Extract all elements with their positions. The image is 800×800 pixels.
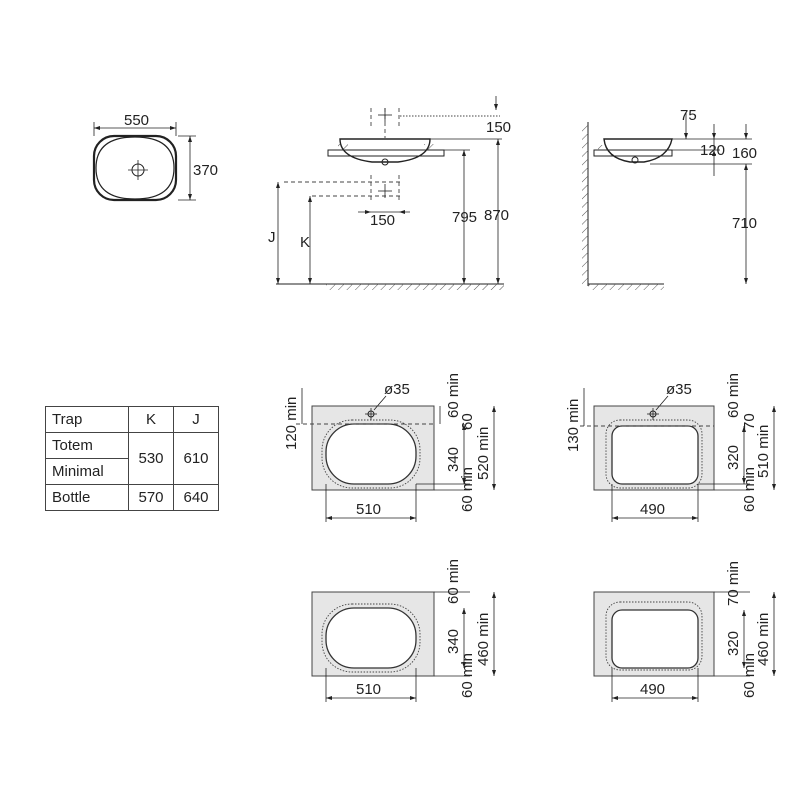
- cutout-c-top: 60 min: [445, 559, 462, 604]
- trap-j-value: 640: [173, 484, 219, 511]
- trap-table: Trap K J Totem 530 610 Minimal Bottle 57…: [45, 406, 219, 511]
- header-j: J: [173, 406, 219, 433]
- cutout-a-total: 520 min: [475, 427, 492, 480]
- basin-top-outline: [92, 134, 178, 202]
- cutout-d-total: 460 min: [755, 613, 772, 666]
- dim-offset-75: 75: [680, 107, 697, 124]
- dim-height-160: 160: [732, 145, 757, 162]
- cutout-a: ø35 120 min 60 min 60 340 520 min 60 min…: [283, 373, 496, 522]
- dim-height-120: 120: [700, 142, 725, 159]
- cutout-a-inner: 340: [445, 447, 462, 472]
- dim-height-795-label: 795: [452, 209, 477, 226]
- header-trap: Trap: [45, 406, 129, 433]
- cutout-d: 70 min 320 460 min 60 min 490: [593, 561, 776, 702]
- dim-label-k: K: [300, 234, 310, 251]
- cutout-a-width: 510: [356, 501, 381, 518]
- basin-side-outline: [603, 138, 673, 163]
- cutout-b-bottom: 60 min: [741, 467, 758, 512]
- trap-k-value: 530: [128, 432, 174, 485]
- side-view: 75 120 160 710: [582, 107, 757, 290]
- dim-tap-150-bottom: 150: [370, 212, 395, 229]
- dim-depth-370: 370: [193, 162, 218, 179]
- dim-width-550: 550: [124, 112, 149, 129]
- front-view: 150 150 J K 795 795 870: [268, 96, 511, 290]
- trap-name: Totem: [45, 432, 129, 459]
- dim-tap-150-top: 150: [486, 119, 511, 136]
- cutout-c: 60 min 340 460 min 60 min 510: [311, 559, 496, 702]
- table-row: Minimal: [45, 458, 219, 485]
- trap-name: Bottle: [45, 484, 129, 511]
- cutout-b: ø35 130 min 60 min 70 320 510 min 60 min…: [565, 373, 776, 522]
- dim-height-870: 870: [484, 207, 509, 224]
- basin-front-outline: [339, 138, 431, 163]
- table-row: Bottle 570 640: [45, 484, 219, 511]
- cutout-b-width: 490: [640, 501, 665, 518]
- cutout-b-top: 60 min: [725, 373, 742, 418]
- cutout-c-width: 510: [356, 681, 381, 698]
- cutout-b-inner: 320: [725, 445, 742, 470]
- trap-k-value: 570: [128, 484, 174, 511]
- cutout-a-tap: 60: [459, 413, 476, 430]
- cutout-a-left: 120 min: [283, 397, 300, 450]
- dim-label-j: J: [268, 229, 276, 246]
- cutout-a-bottom: 60 min: [459, 467, 476, 512]
- cutout-a-hole: ø35: [384, 381, 410, 398]
- cutout-d-width: 490: [640, 681, 665, 698]
- dim-height-710: 710: [732, 215, 757, 232]
- cutout-c-total: 460 min: [475, 613, 492, 666]
- top-view: 550 370: [92, 112, 218, 202]
- table-row: Totem 530 610: [45, 432, 219, 485]
- cutout-c-inner: 340: [445, 629, 462, 654]
- cutout-a-top: 60 min: [445, 373, 462, 418]
- cutout-b-hole: ø35: [666, 381, 692, 398]
- trap-name: Minimal: [45, 458, 129, 485]
- cutout-b-total: 510 min: [755, 425, 772, 478]
- trap-table-header: Trap K J: [45, 406, 219, 433]
- cutout-b-tap: 70: [741, 413, 758, 430]
- header-k: K: [128, 406, 174, 433]
- cutout-d-top: 70 min: [725, 561, 742, 606]
- trap-j-value: 610: [173, 432, 219, 485]
- cutout-c-bottom: 60 min: [459, 653, 476, 698]
- cutout-b-left: 130 min: [565, 399, 582, 452]
- cutout-d-bottom: 60 min: [741, 653, 758, 698]
- cutout-d-inner: 320: [725, 631, 742, 656]
